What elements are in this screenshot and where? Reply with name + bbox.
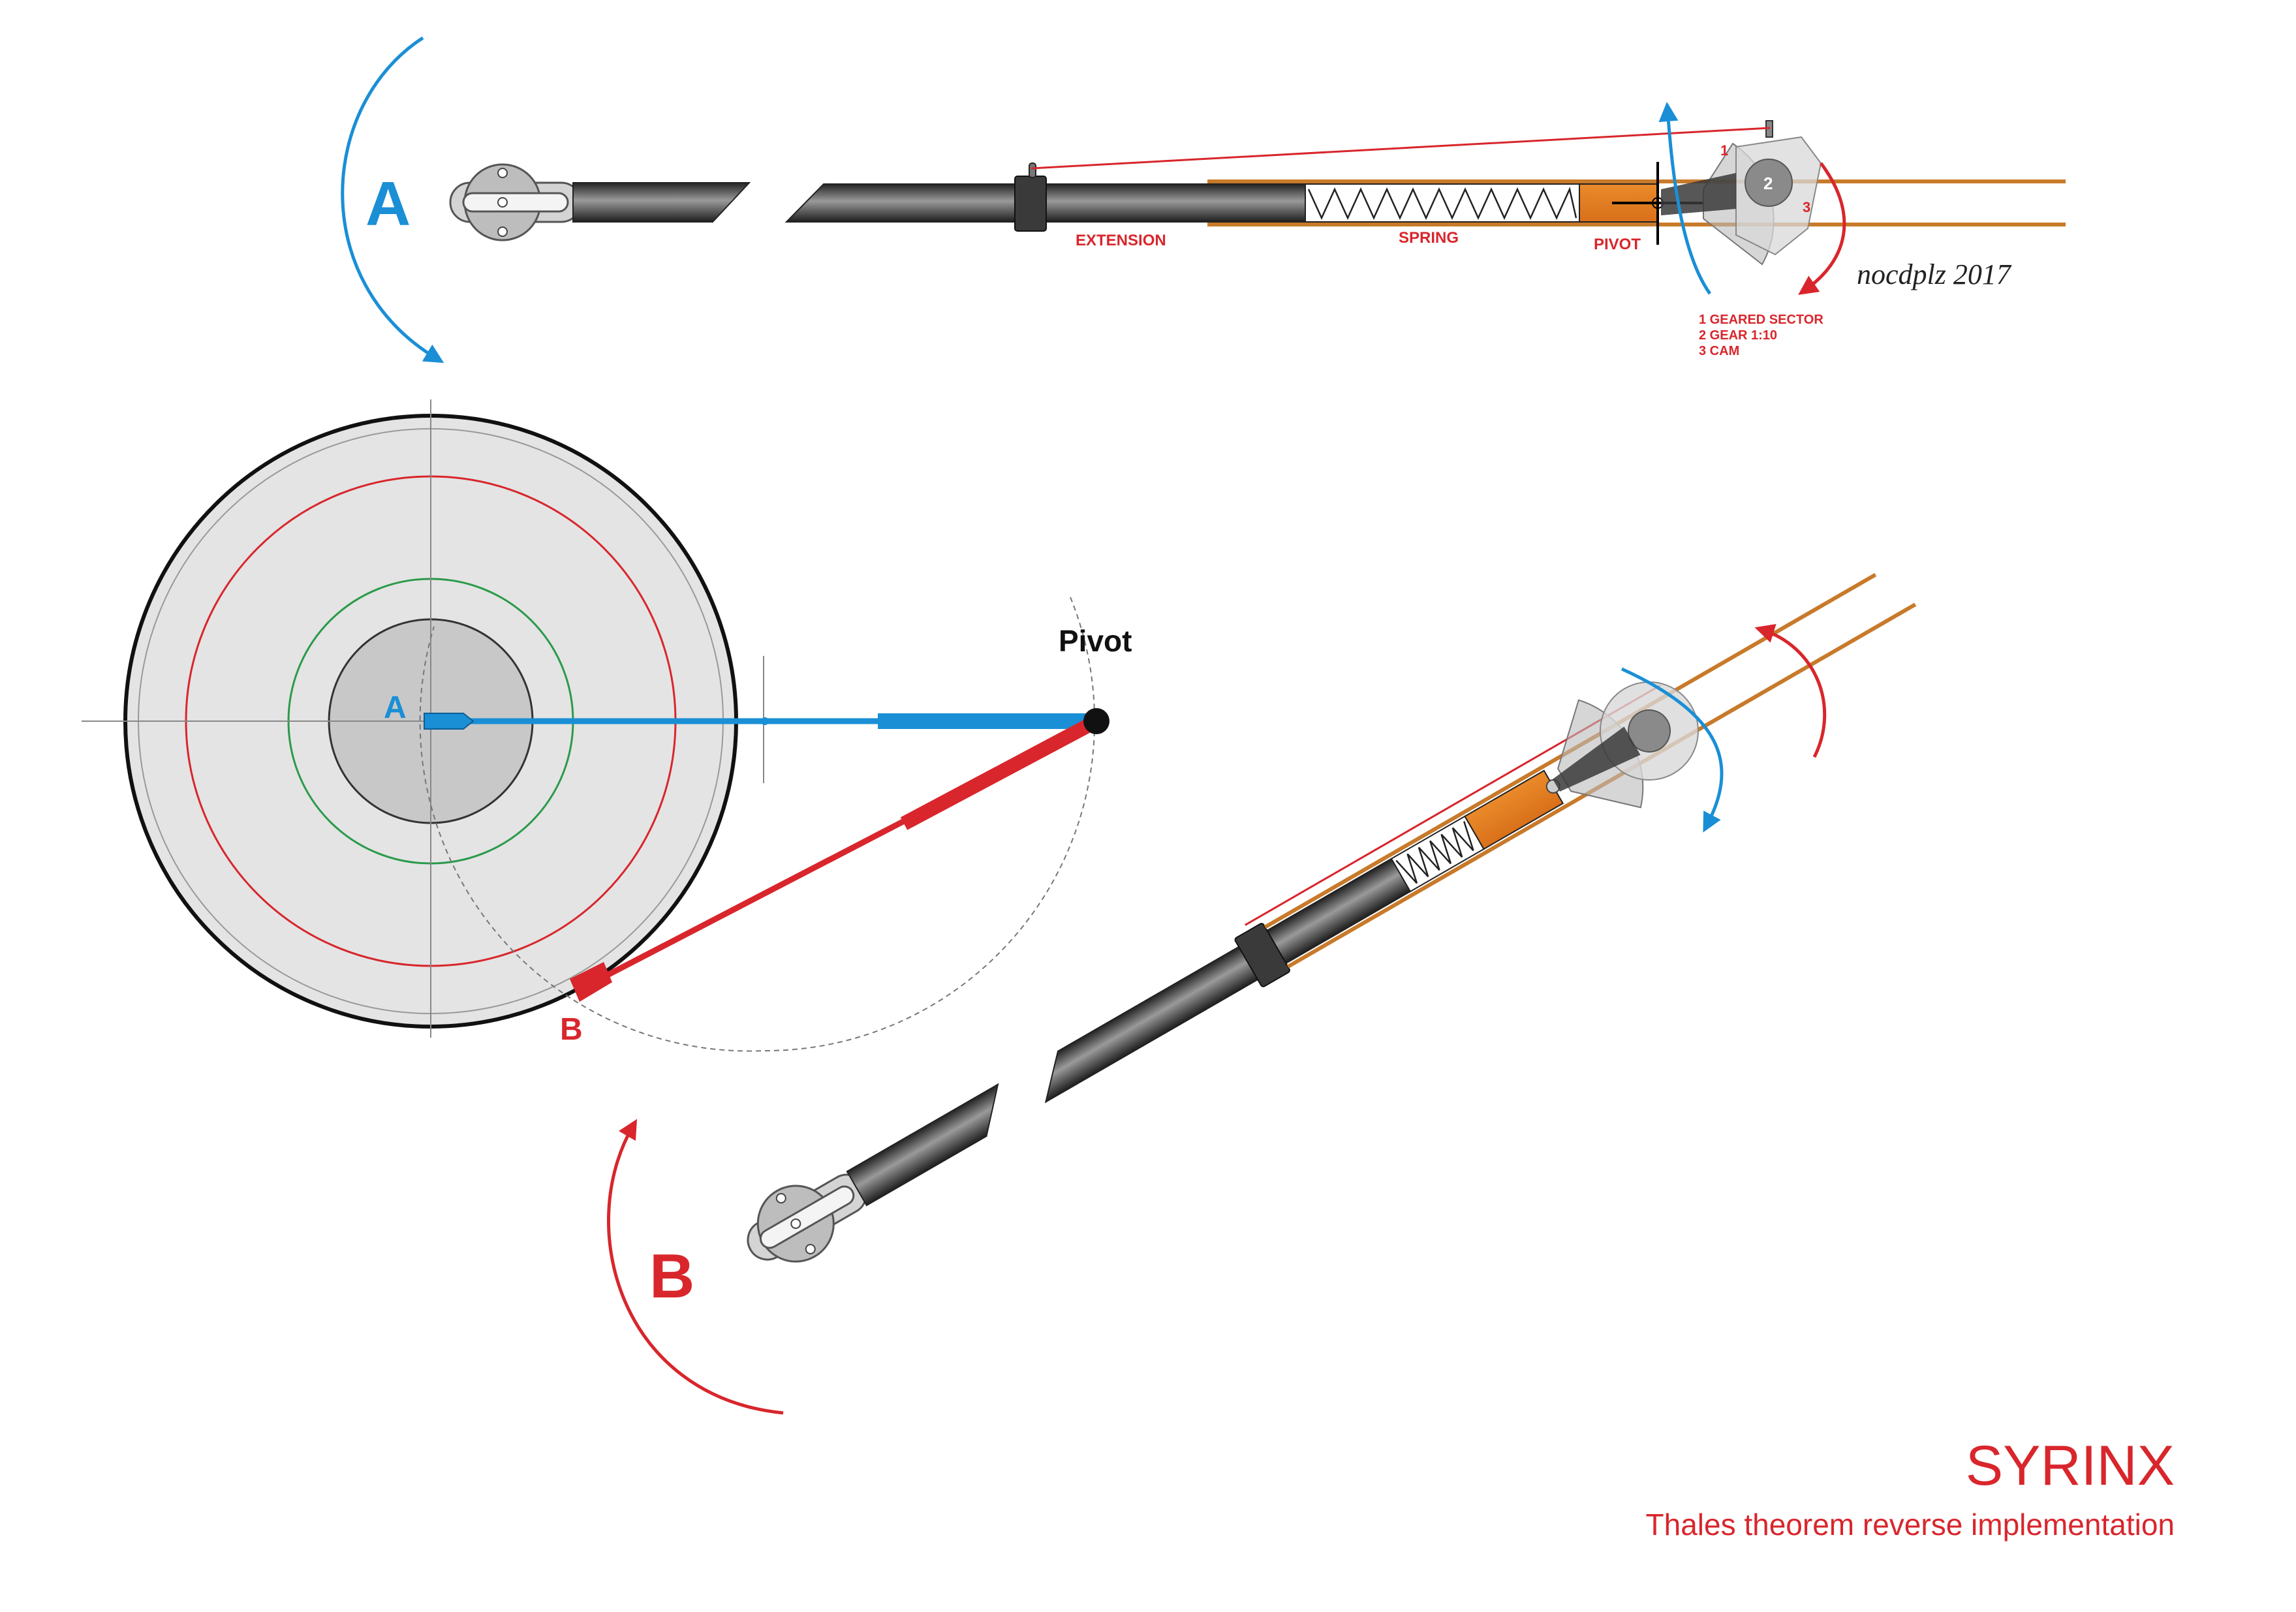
legend-item: 1 GEARED SECTOR	[1699, 313, 1823, 327]
sector-arrow-lower	[1621, 667, 1724, 833]
signature: nocdplz 2017	[1857, 258, 2012, 290]
lift-cable	[1031, 127, 1771, 170]
arm-tube-lower-left	[846, 1083, 999, 1207]
cam-number: 3	[1803, 199, 1810, 215]
legend-item: 2 GEAR 1:10	[1699, 328, 1777, 343]
rotation-label-b: B	[649, 1241, 694, 1311]
arm-tube-lower-right	[1044, 858, 1412, 1104]
rotation-arrow-a	[341, 36, 444, 364]
bottom-view: B	[607, 572, 1917, 1415]
spring-coil-lower	[1395, 821, 1474, 884]
gear	[1745, 159, 1793, 207]
title-block: SYRINX Thales theorem reverse implementa…	[1646, 1434, 2175, 1542]
headshell-bottom	[747, 1173, 867, 1263]
sector-arrow	[1658, 102, 1712, 295]
extension-label: EXTENSION	[1076, 232, 1166, 249]
legend-item: 3 CAM	[1699, 344, 1739, 358]
page-title: SYRINX	[1966, 1434, 2175, 1497]
cam-arrow	[1798, 162, 1846, 295]
platter-view: A B Pivot	[82, 399, 1132, 1052]
spring-coil	[1307, 187, 1577, 221]
sector-number: 1	[1720, 142, 1728, 159]
collar	[1014, 176, 1047, 232]
point-a-label: A	[384, 690, 407, 725]
pivot-label-top: PIVOT	[1594, 236, 1641, 253]
spring-housing	[1305, 183, 1580, 223]
pivot-label: Pivot	[1059, 624, 1132, 658]
collar-lower	[1234, 923, 1290, 987]
gear-number: 2	[1763, 174, 1773, 193]
rotation-arrow-b	[607, 1119, 784, 1415]
legend: 1 GEARED SECTOR 2 GEAR 1:10 3 CAM	[1699, 313, 1823, 358]
spring-label: SPRING	[1399, 229, 1459, 247]
rotation-label-a: A	[365, 169, 411, 239]
cam-arrow-lower	[1754, 624, 1827, 758]
page-subtitle: Thales theorem reverse implementation	[1646, 1508, 2175, 1542]
point-b-label: B	[560, 1012, 583, 1047]
pivot-point	[1083, 708, 1109, 734]
arm-tube-left	[572, 182, 751, 223]
headshell-top	[449, 163, 582, 241]
top-view: A 2 1	[341, 36, 2066, 364]
